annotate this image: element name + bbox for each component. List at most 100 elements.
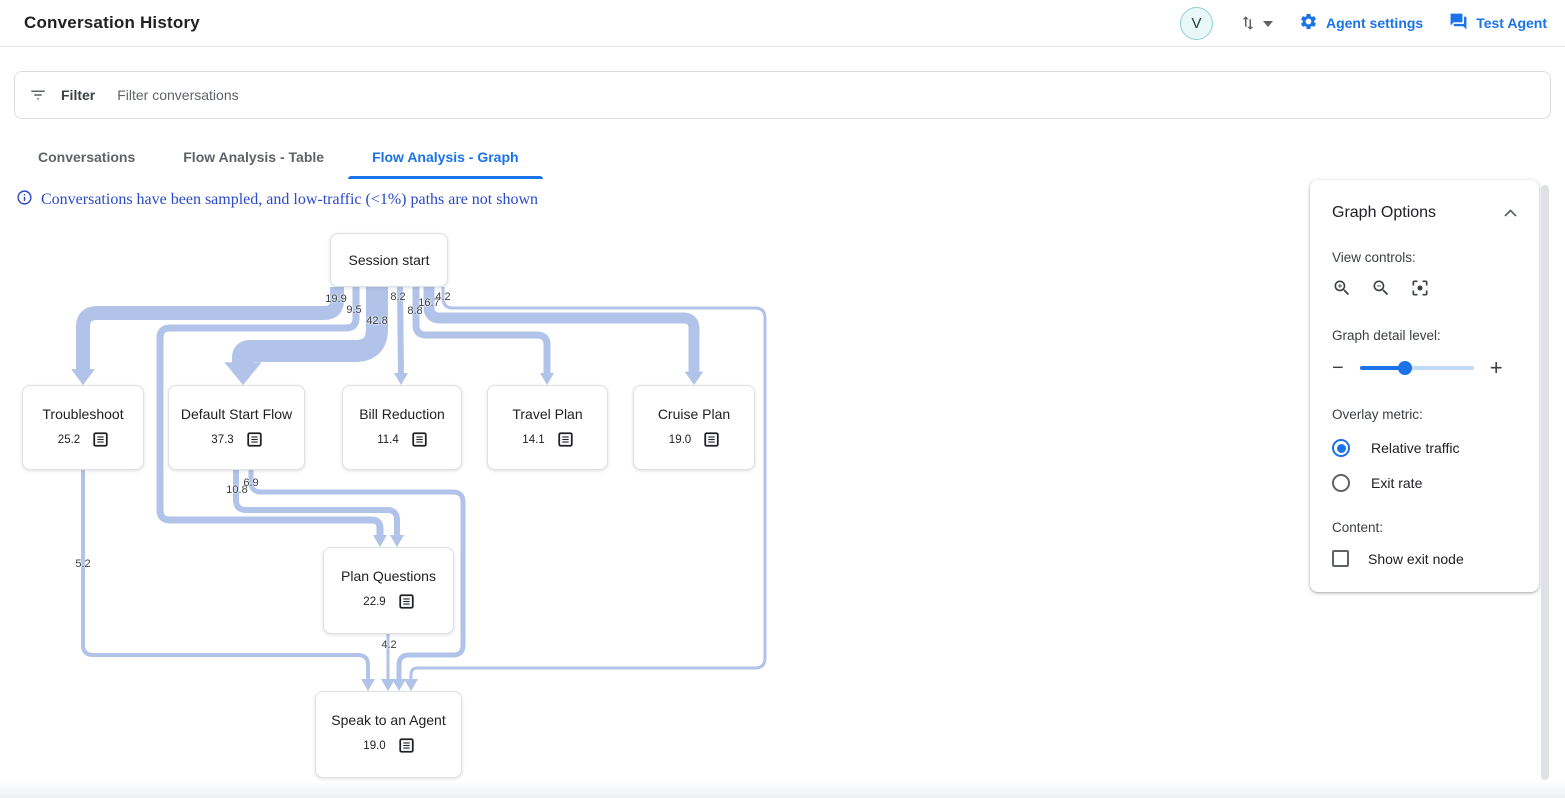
- graph-options-panel: Graph Options View controls: Graph detai…: [1310, 180, 1539, 592]
- edge-default-start-flow-to-plan-questions: [233, 470, 400, 537]
- radio-label: Relative traffic: [1371, 440, 1460, 456]
- edge-label-troubleshoot-to-speak-to-an-agent: 5.2: [75, 558, 91, 570]
- agent-settings-label: Agent settings: [1325, 15, 1424, 31]
- view-controls-label: View controls:: [1332, 250, 1416, 265]
- edge-troubleshoot-to-speak-to-an-agent: [81, 470, 370, 681]
- table-icon[interactable]: [558, 432, 573, 447]
- edge-session-start-to-plan-questions: [156, 287, 384, 537]
- filter-conversations-input[interactable]: [117, 87, 718, 103]
- arrowhead: [361, 679, 375, 691]
- arrowhead: [394, 373, 408, 385]
- node-value: 19.0: [363, 739, 386, 752]
- arrowhead: [224, 362, 262, 385]
- graph-detail-slider[interactable]: [1359, 361, 1474, 375]
- radio-icon: [1332, 439, 1350, 457]
- edge-label-plan-questions-to-speak-to-an-agent: 4.2: [381, 639, 397, 651]
- sort-button[interactable]: [1239, 14, 1273, 32]
- arrowhead: [381, 679, 395, 691]
- edge-label-default-start-flow-to-plan-questions: 10.8: [226, 484, 248, 496]
- arrowhead: [404, 679, 418, 691]
- table-icon[interactable]: [247, 432, 262, 447]
- collapse-panel-button[interactable]: [1504, 209, 1517, 217]
- tab-conversations[interactable]: Conversations: [38, 149, 136, 165]
- table-icon[interactable]: [704, 432, 719, 447]
- node-value: 37.3: [211, 433, 234, 446]
- edge-label-session-start-to-default-start-flow: 42.8: [366, 315, 388, 327]
- flow-node-default-start-flow[interactable]: Default Start Flow 37.3: [168, 385, 305, 470]
- info-icon: [16, 189, 33, 211]
- agent-settings-button[interactable]: Agent settings: [1299, 12, 1423, 34]
- node-title: Session start: [348, 252, 430, 268]
- chevron-down-icon: [1262, 14, 1273, 32]
- node-title: Troubleshoot: [42, 406, 124, 422]
- edge-label-default-start-flow-to-speak-to-an-agent: 6.9: [243, 477, 259, 489]
- sampling-notice: Conversations have been sampled, and low…: [16, 189, 538, 211]
- horizontal-scrollbar[interactable]: [0, 783, 1565, 798]
- edge-session-start-to-speak-to-an-agent: [409, 287, 767, 681]
- show-exit-node-checkbox[interactable]: Show exit node: [1332, 550, 1517, 567]
- overlay-metric-label: Overlay metric:: [1332, 407, 1423, 422]
- slider-thumb[interactable]: [1398, 361, 1413, 375]
- radio-exit-rate[interactable]: Exit rate: [1332, 474, 1517, 492]
- avatar[interactable]: V: [1179, 6, 1213, 40]
- edge-session-start-to-travel-plan: [412, 287, 551, 375]
- checkbox-label: Show exit node: [1368, 550, 1464, 567]
- node-title: Speak to an Agent: [331, 712, 446, 728]
- arrowhead: [392, 679, 406, 691]
- app-header: Conversation History V Agent settings: [0, 0, 1565, 47]
- edge-label-session-start-to-bill-reduction: 8.2: [390, 291, 406, 303]
- node-value: 19.0: [668, 433, 692, 446]
- edge-session-start-to-troubleshoot: [76, 287, 344, 372]
- edge-label-session-start-to-speak-to-an-agent: 4.2: [435, 291, 451, 303]
- edge-label-session-start-to-cruise-plan: 16.7: [418, 297, 440, 309]
- edge-label-session-start-to-troubleshoot: 19.9: [325, 293, 347, 305]
- node-value: 14.1: [522, 433, 545, 446]
- edge-session-start-to-default-start-flow: [232, 287, 388, 365]
- tab-flow-analysis-graph[interactable]: Flow Analysis - Graph: [348, 135, 543, 179]
- table-icon[interactable]: [93, 432, 108, 447]
- arrowhead: [71, 369, 95, 385]
- flow-node-speak-to-an-agent[interactable]: Speak to an Agent 19.0: [315, 691, 462, 778]
- tab-bar: Conversations Flow Analysis - Table Flow A…: [14, 135, 543, 179]
- import-export-icon: [1239, 14, 1257, 32]
- flow-node-travel-plan[interactable]: Travel Plan 14.1: [487, 385, 608, 470]
- edge-session-start-to-cruise-plan: [423, 287, 700, 374]
- filter-label: Filter: [61, 87, 96, 103]
- graph-detail-label: Graph detail level:: [1332, 328, 1441, 343]
- arrowhead: [684, 371, 704, 385]
- zoom-out-icon[interactable]: [1371, 278, 1391, 298]
- content-label: Content:: [1332, 520, 1384, 535]
- center-focus-icon[interactable]: [1410, 278, 1430, 298]
- vertical-scrollbar[interactable]: [1541, 185, 1549, 780]
- arrowhead: [373, 535, 387, 547]
- detail-increase-button[interactable]: +: [1489, 355, 1503, 380]
- node-value: 22.9: [363, 595, 386, 608]
- flow-node-session-start[interactable]: Session start: [330, 233, 448, 287]
- test-agent-button[interactable]: Test Agent: [1449, 12, 1547, 34]
- node-title: Travel Plan: [512, 406, 583, 422]
- table-icon[interactable]: [399, 738, 414, 753]
- gear-icon: [1299, 12, 1318, 34]
- edge-default-start-flow-to-speak-to-an-agent: [248, 470, 466, 681]
- node-value: 11.4: [377, 433, 399, 446]
- radio-relative-traffic[interactable]: Relative traffic: [1332, 439, 1517, 457]
- arrowhead: [540, 373, 554, 385]
- node-title: Default Start Flow: [180, 406, 293, 422]
- flow-node-plan-questions[interactable]: Plan Questions 22.9: [323, 547, 454, 634]
- tab-flow-analysis-table[interactable]: Flow Analysis - Table: [183, 149, 325, 165]
- avatar-letter: V: [1191, 14, 1202, 32]
- chat-icon: [1449, 12, 1468, 34]
- table-icon[interactable]: [399, 594, 414, 609]
- table-icon[interactable]: [412, 432, 427, 447]
- detail-decrease-button[interactable]: −: [1332, 357, 1344, 379]
- filter-icon: [29, 86, 47, 104]
- filter-bar[interactable]: Filter: [14, 71, 1551, 119]
- edge-label-session-start-to-travel-plan: 8.8: [407, 305, 423, 317]
- page-title: Conversation History: [24, 13, 200, 32]
- zoom-in-icon[interactable]: [1332, 278, 1352, 298]
- node-title: Plan Questions: [341, 568, 436, 584]
- flow-graph-edges: [71, 286, 767, 691]
